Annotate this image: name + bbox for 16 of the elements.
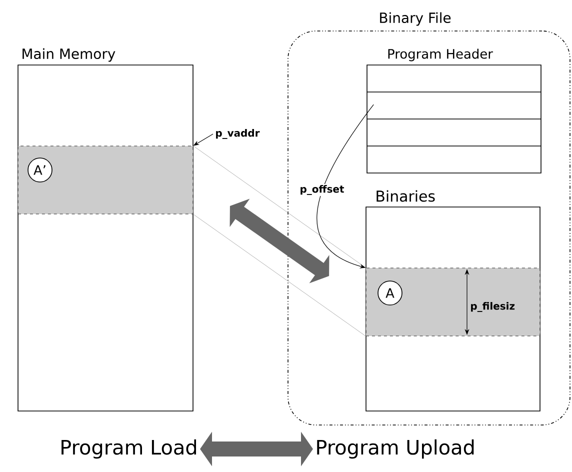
connector [193,146,366,268]
caption-text: Program Load [62,439,196,459]
dimension-label: p_filesiz [471,302,515,312]
node-label: Main Memory [22,48,116,62]
node-label: Binaries [376,190,435,202]
caption-text: Program Upload [317,439,474,459]
shaded-region [366,268,540,336]
shaded-region [18,146,194,214]
thick-arrow [200,432,313,466]
pointer-label: p_vaddr [216,129,260,139]
node-label: Binary File [380,12,451,26]
header-table: Program Header [366,48,542,174]
edge-label: p_offset [298,184,346,196]
connector [316,104,374,268]
node-label: Program Header [388,48,493,62]
connector [193,214,366,336]
